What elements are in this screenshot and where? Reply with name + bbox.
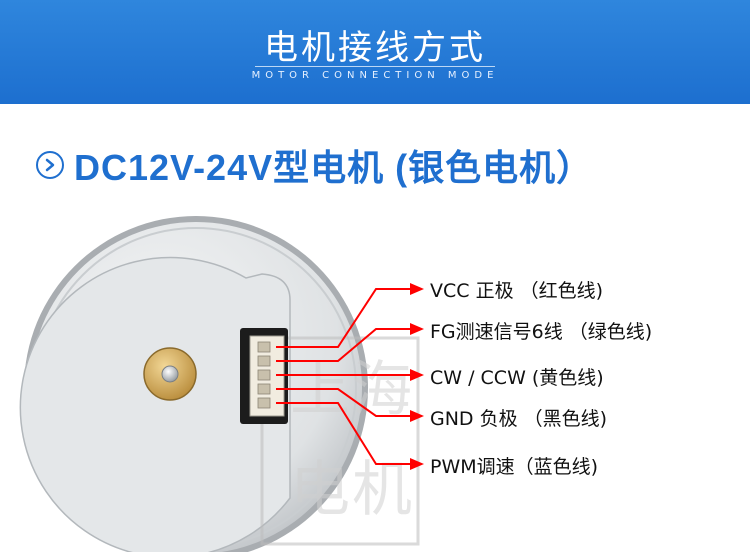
motor-cover	[19, 256, 291, 552]
svg-text:机: 机	[352, 455, 412, 525]
banner-subtitle: MOTOR CONNECTION MODE	[251, 70, 499, 81]
wire-label-pwm: PWM调速（蓝色线)	[430, 456, 599, 478]
wire-label-gnd: GND 负极 （黑色线)	[430, 408, 608, 430]
arrow-fg	[276, 328, 412, 362]
wire-label-vcc: VCC 正极 （红色线)	[430, 280, 604, 302]
wire-arrows	[276, 288, 412, 465]
heading-title: DC12V-24V型电机 (银色电机）	[74, 147, 594, 188]
arrow-vcc	[276, 288, 412, 348]
arrow-gnd	[276, 388, 412, 417]
section-heading: DC12V-24V型电机 (银色电机）	[36, 140, 593, 190]
arrow-pwm	[276, 402, 412, 465]
wire-label-fg: FG测速信号6线 （绿色线)	[430, 321, 653, 343]
svg-text:海: 海	[352, 355, 412, 425]
wire-label-cw: CW / CCW (黄色线)	[430, 367, 604, 389]
svg-text:电: 电	[290, 455, 350, 525]
banner-divider	[255, 66, 495, 67]
header-banner: 电机接线方式 MOTOR CONNECTION MODE	[0, 0, 750, 104]
chevron-right-circle-icon	[36, 151, 64, 179]
banner-title: 电机接线方式	[264, 28, 486, 68]
